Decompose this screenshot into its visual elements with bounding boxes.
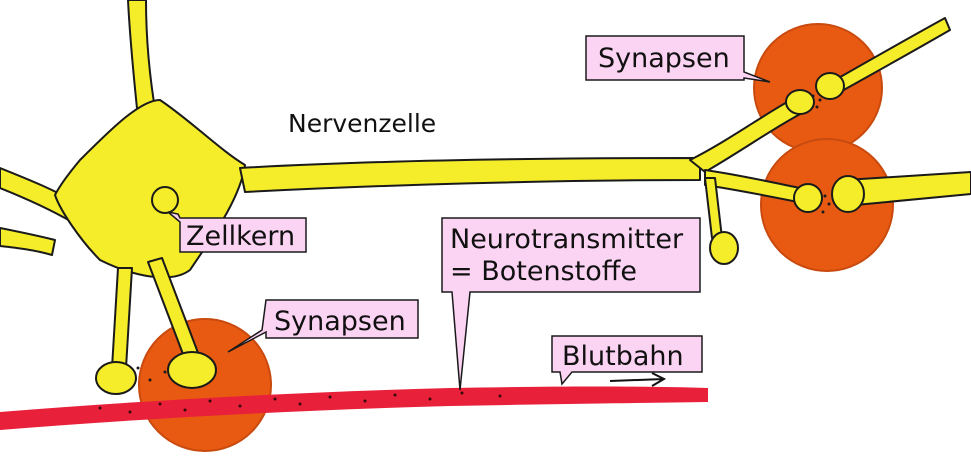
label-synapsen-top-text: Synapsen <box>598 43 730 74</box>
label-zellkern: Zellkern <box>167 211 307 253</box>
blood-vessel <box>0 372 708 430</box>
label-synapsen-bottom: Synapsen <box>227 299 419 353</box>
label-blutbahn: Blutbahn <box>551 335 703 386</box>
label-zellkern-text: Zellkern <box>186 221 295 252</box>
label-neurotransmitter-line1: Neurotransmitter <box>450 224 684 255</box>
flow-arrow-icon <box>609 372 667 387</box>
transmitter-dots <box>136 94 831 382</box>
label-blutbahn-text: Blutbahn <box>562 341 684 372</box>
label-synapsen-bottom-text: Synapsen <box>274 306 406 337</box>
synapse-circle-mid-right <box>760 138 894 272</box>
diagram-title: Nervenzelle <box>288 109 436 138</box>
label-synapsen-top: Synapsen <box>585 35 771 83</box>
label-neurotransmitter: Neurotransmitter = Botenstoffe <box>441 217 701 391</box>
label-neurotransmitter-line2: = Botenstoffe <box>450 256 637 287</box>
